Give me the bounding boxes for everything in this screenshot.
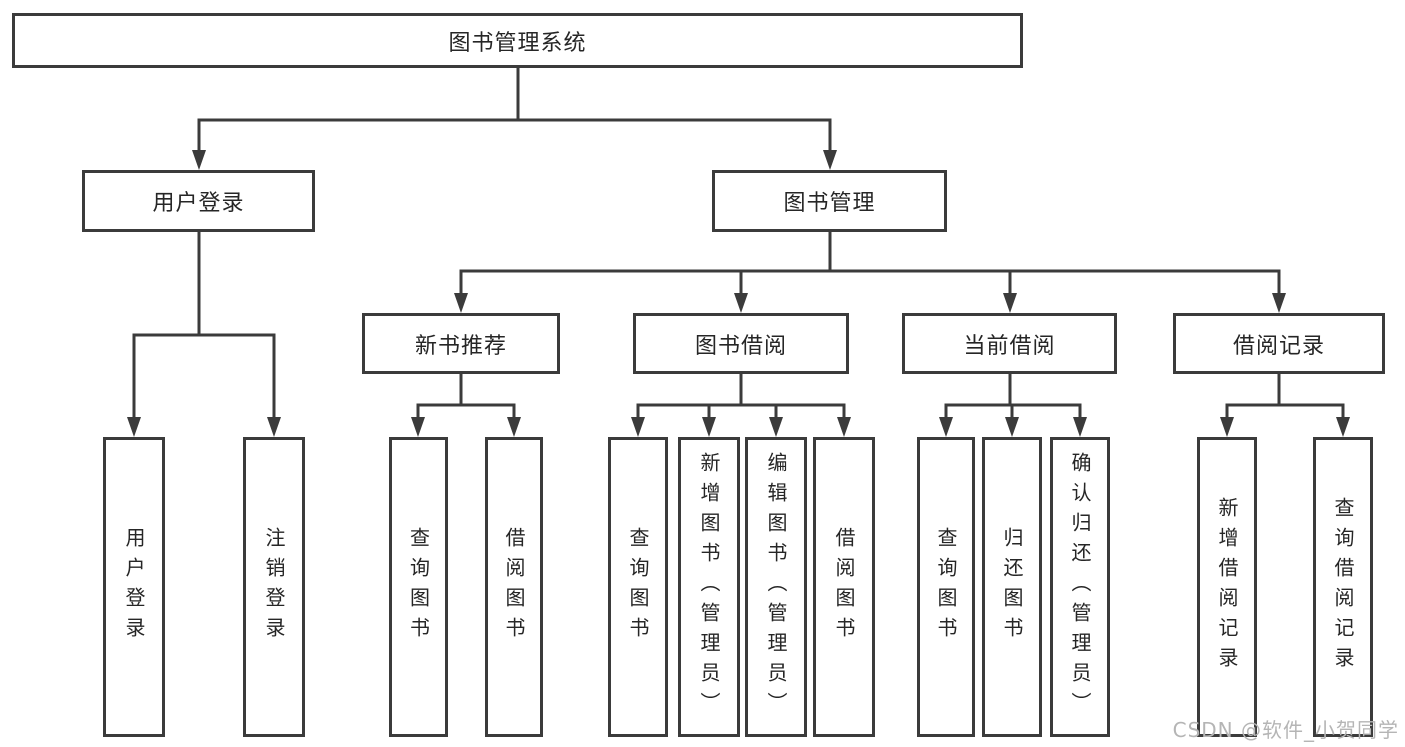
node-library-system: 图书管理系统 xyxy=(12,13,1023,68)
node-label: 查询借阅记录 xyxy=(1331,497,1355,677)
node-book-borrow: 图书借阅 xyxy=(633,313,849,374)
node-label: 当前借阅 xyxy=(963,333,1056,359)
node-label: 编辑图书（管理员） xyxy=(764,452,788,722)
node-label: 借阅图书 xyxy=(502,527,526,647)
leaf-borrow-books: 借阅图书 xyxy=(813,437,875,737)
node-label: 查询图书 xyxy=(406,527,431,647)
leaf-add-book-admin: 新增图书（管理员） xyxy=(678,437,740,737)
node-label: 注销登录 xyxy=(262,527,286,647)
node-label: 用户登录 xyxy=(122,527,146,647)
leaf-edit-book-admin: 编辑图书（管理员） xyxy=(745,437,807,737)
node-label: 图书借阅 xyxy=(694,333,787,359)
leaf-confirm-return-admin: 确认归还（管理员） xyxy=(1050,437,1110,737)
node-label: 新增图书（管理员） xyxy=(697,452,721,722)
node-new-book-recommend: 新书推荐 xyxy=(362,313,560,374)
leaf-add-borrow-record: 新增借阅记录 xyxy=(1197,437,1257,737)
node-borrow-records: 借阅记录 xyxy=(1173,313,1385,374)
node-label: 图书管理系统 xyxy=(448,30,587,56)
arrowheads xyxy=(127,150,1350,437)
node-label: 归还图书 xyxy=(1000,527,1024,647)
csdn-watermark: CSDN @软件_小贺同学 xyxy=(1172,718,1399,742)
leaf-user-login: 用户登录 xyxy=(103,437,165,737)
node-label: 确认归还（管理员） xyxy=(1068,452,1092,722)
node-label: 查询图书 xyxy=(626,527,650,647)
leaf-borrow-books-recommend: 借阅图书 xyxy=(485,437,543,737)
leaf-return-books: 归还图书 xyxy=(982,437,1042,737)
leaf-query-books-recommend: 查询图书 xyxy=(389,437,448,737)
node-label: 借阅记录 xyxy=(1232,333,1325,359)
node-label: 用户登录 xyxy=(152,191,245,216)
leaf-logout: 注销登录 xyxy=(243,437,305,737)
node-label: 借阅图书 xyxy=(832,527,856,647)
node-book-management: 图书管理 xyxy=(712,170,947,232)
node-label: 查询图书 xyxy=(934,527,958,647)
node-label: 新增借阅记录 xyxy=(1215,497,1239,677)
leaf-query-books-current: 查询图书 xyxy=(917,437,975,737)
node-label: 图书管理 xyxy=(783,191,876,216)
node-label: 新书推荐 xyxy=(414,333,507,359)
node-user-login: 用户登录 xyxy=(82,170,315,232)
node-current-borrow: 当前借阅 xyxy=(902,313,1117,374)
leaf-query-borrow-record: 查询借阅记录 xyxy=(1313,437,1373,737)
leaf-query-books-borrow: 查询图书 xyxy=(608,437,668,737)
